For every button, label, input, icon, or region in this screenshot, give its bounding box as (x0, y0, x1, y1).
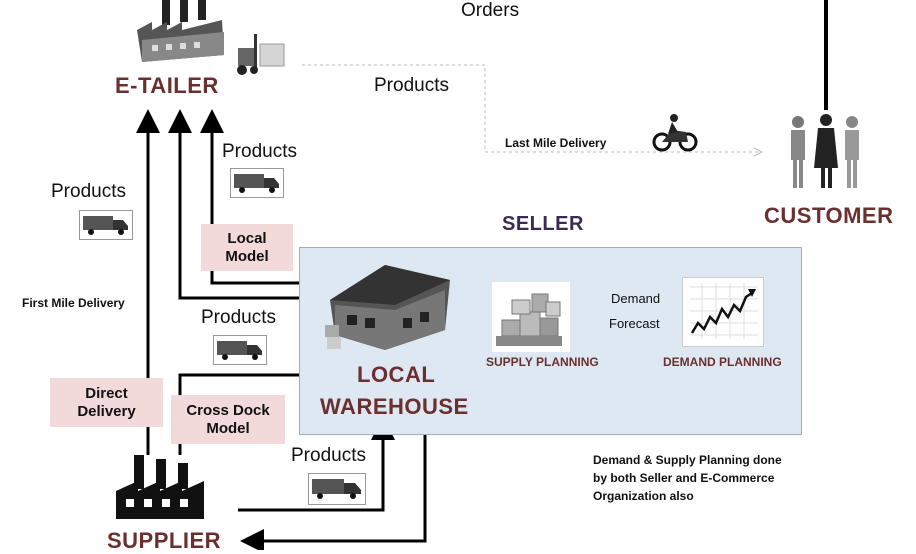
cross-dock-line2: Model (206, 419, 250, 437)
last-mile-label: Last Mile Delivery (505, 136, 607, 150)
demand-label: Demand (611, 291, 661, 306)
supplier-title: SUPPLIER (107, 528, 222, 553)
planning-note-line1: Demand & Supply Planning done (593, 453, 782, 467)
products-etailer-label: Products (222, 141, 297, 162)
factory-icon (137, 0, 224, 62)
orders-label: Orders (461, 0, 520, 21)
truck-icon (308, 473, 366, 505)
supply-planning-label: SUPPLY PLANNING (486, 355, 599, 369)
truck-icon (230, 168, 284, 198)
demand-planning-label: DEMAND PLANNING (663, 355, 782, 369)
planning-note-line2: by both Seller and E-Commerce (593, 471, 775, 485)
truck-icon (213, 335, 267, 365)
products-dotted-line (302, 64, 760, 153)
warehouse-title-line2: WAREHOUSE (320, 394, 469, 419)
boxes-icon (492, 282, 570, 352)
people-icon (791, 114, 859, 188)
direct-delivery-line2: Delivery (77, 402, 136, 420)
warehouse-title-line1: LOCAL (357, 362, 436, 387)
products-left-label: Products (51, 181, 126, 202)
warehouse-to-supplier-arrow (240, 425, 427, 550)
motorcycle-icon (652, 114, 698, 152)
warehouse-icon (325, 265, 450, 350)
products-warehouse-arrow (200, 109, 318, 285)
seller-title: SELLER (502, 213, 584, 235)
direct-delivery-line1: Direct (85, 384, 128, 402)
products-crossdock-label: Products (201, 307, 276, 328)
factory-icon (116, 455, 204, 519)
local-model-line2: Model (225, 247, 269, 265)
forklift-icon (237, 34, 285, 75)
local-model-line1: Local (227, 229, 267, 247)
cross-dock-line1: Cross Dock (186, 401, 270, 419)
supplier-to-warehouse-arrow (238, 416, 395, 512)
etailer-title: E-TAILER (115, 73, 219, 98)
customer-title: CUSTOMER (764, 203, 894, 228)
first-mile-label: First Mile Delivery (22, 296, 125, 310)
forecast-label: Forecast (609, 316, 660, 331)
local-model-arrow (168, 109, 318, 300)
planning-note-line3: Organization also (593, 489, 694, 503)
products-bottom-label: Products (291, 445, 366, 466)
chart-icon (682, 277, 764, 347)
truck-icon (79, 210, 133, 240)
planning-note: Demand & Supply Planning done by both Se… (593, 451, 782, 505)
products-top-label: Products (374, 75, 449, 96)
